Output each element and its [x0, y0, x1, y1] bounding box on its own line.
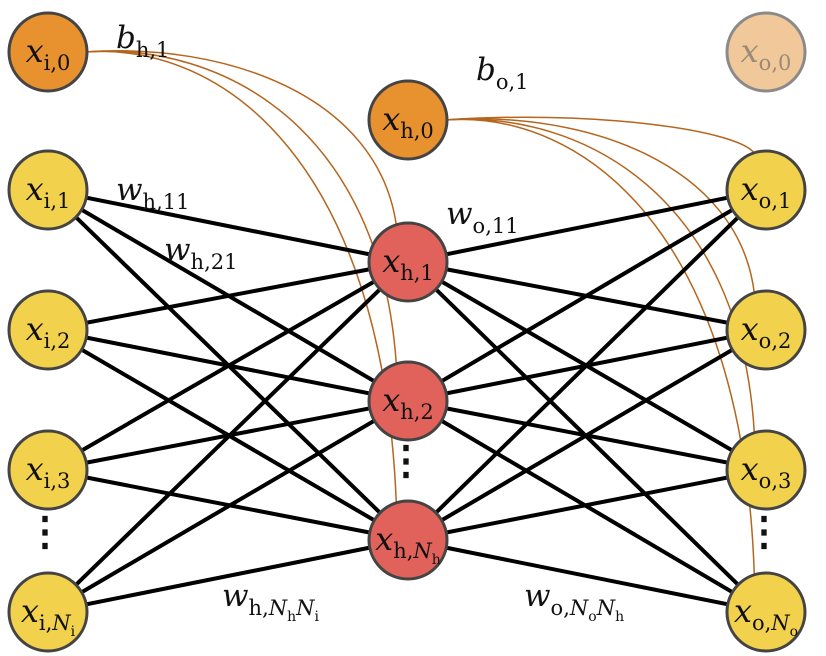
- node-circle-xo3: [725, 429, 807, 511]
- node-xi1: xi,1: [7, 149, 89, 231]
- edge-label-bh1: bh,1: [116, 20, 169, 62]
- node-circle-xi0: [7, 11, 89, 93]
- node-circle-xh2: [367, 360, 449, 442]
- node-xh0: xh,0: [367, 79, 449, 161]
- node-circle-xhN: [367, 499, 449, 581]
- weight-edges: [46, 188, 768, 614]
- node-label-xhN: xh,Nh: [375, 520, 441, 568]
- weight-edge-xh2-xo1: [406, 188, 768, 403]
- weight-edge-xi3-xh1: [46, 260, 410, 472]
- node-circle-xi2: [7, 289, 89, 371]
- node-circle-xi1: [7, 149, 89, 231]
- weight-edge-xiN-xh2: [46, 399, 410, 614]
- node-xo2: xo,2: [725, 289, 807, 371]
- bias-edge-xi0-xh1: [84, 50, 398, 226]
- node-xo0: xo,0: [725, 11, 807, 93]
- weight-edge-xhN-xo1: [406, 188, 768, 542]
- ellipses: ⋮ ⋮ ⋮: [25, 437, 784, 555]
- edge-label-wh21: wh,21: [164, 232, 237, 274]
- weight-edge-xiN-xh1: [46, 260, 410, 614]
- node-label-xh2: xh,2: [382, 381, 434, 424]
- edge-label-wo11: wo,11: [446, 196, 519, 238]
- node-xiN: xi,Ni: [7, 571, 89, 653]
- node-label-xo2: xo,2: [741, 310, 792, 353]
- node-label-xi1: xi,1: [26, 170, 71, 213]
- weight-edge-xi2-xh1: [46, 260, 410, 332]
- node-circle-xi3: [7, 429, 89, 511]
- hidden-ellipsis: ⋮: [386, 437, 426, 484]
- edge-label-bo1: bo,1: [476, 52, 529, 94]
- node-xi3: xi,3: [7, 429, 89, 511]
- weight-edge-xhN-xo3: [406, 468, 768, 542]
- node-circle-xoN: [725, 571, 807, 653]
- edge-label-whNN: wh,NhNi: [222, 578, 320, 625]
- node-xi0: xi,0: [7, 11, 89, 93]
- edge-label-wh11: wh,11: [116, 172, 189, 214]
- node-label-xi3: xi,3: [26, 450, 71, 493]
- node-xhN: xh,Nh: [367, 499, 449, 581]
- node-xh2: xh,2: [367, 360, 449, 442]
- node-label-xiN: xi,Ni: [21, 592, 76, 640]
- node-label-xi2: xi,2: [26, 310, 71, 353]
- node-circle-xiN: [7, 571, 89, 653]
- bias-edge-xh0-xo1: [444, 116, 755, 154]
- edge-label-woNN: wo,NoNh: [524, 578, 624, 625]
- node-circle-xo1: [725, 149, 807, 231]
- weight-edge-xiN-xhN: [46, 538, 410, 614]
- output-ellipsis: ⋮: [744, 508, 784, 555]
- weight-edge-xhN-xoN: [406, 538, 768, 614]
- node-label-xi0: xi,0: [26, 32, 71, 75]
- weight-edge-xi1-xh1: [46, 188, 410, 264]
- node-label-xoN: xo,No: [734, 592, 798, 640]
- weight-edge-xh1-xo1: [406, 188, 768, 264]
- node-circle-xh1: [367, 221, 449, 303]
- node-xoN: xo,No: [725, 571, 807, 653]
- node-label-xh1: xh,1: [382, 242, 434, 285]
- node-xi2: xi,2: [7, 289, 89, 371]
- node-label-xo3: xo,3: [741, 450, 792, 493]
- node-label-xh0: xh,0: [382, 100, 434, 143]
- node-xo1: xo,1: [725, 149, 807, 231]
- node-circle-xh0: [367, 79, 449, 161]
- node-label-xo0: xo,0: [741, 32, 792, 75]
- edge-labels: bh,1 bo,1 wh,11 wh,21 wo,11 wh,NhNi wo,NoNh: [116, 20, 624, 625]
- node-circle-xo2: [725, 289, 807, 371]
- bias-edge-xh0-xoN: [444, 118, 756, 575]
- node-circle-xo0: [725, 11, 807, 93]
- bias-edges: [84, 50, 756, 575]
- weight-edge-xhN-xo2: [406, 328, 768, 542]
- bias-edge-xh0-xo2: [444, 118, 756, 294]
- node-xh1: xh,1: [367, 221, 449, 303]
- node-label-xo1: xo,1: [741, 170, 792, 213]
- node-xo3: xo,3: [725, 429, 807, 511]
- nodes: xi,0 xi,1 xi,2 xi,3 xi,Ni xh,0 xh,1 xh,2 xh,Nh xo…: [7, 11, 807, 653]
- input-ellipsis: ⋮: [25, 508, 65, 555]
